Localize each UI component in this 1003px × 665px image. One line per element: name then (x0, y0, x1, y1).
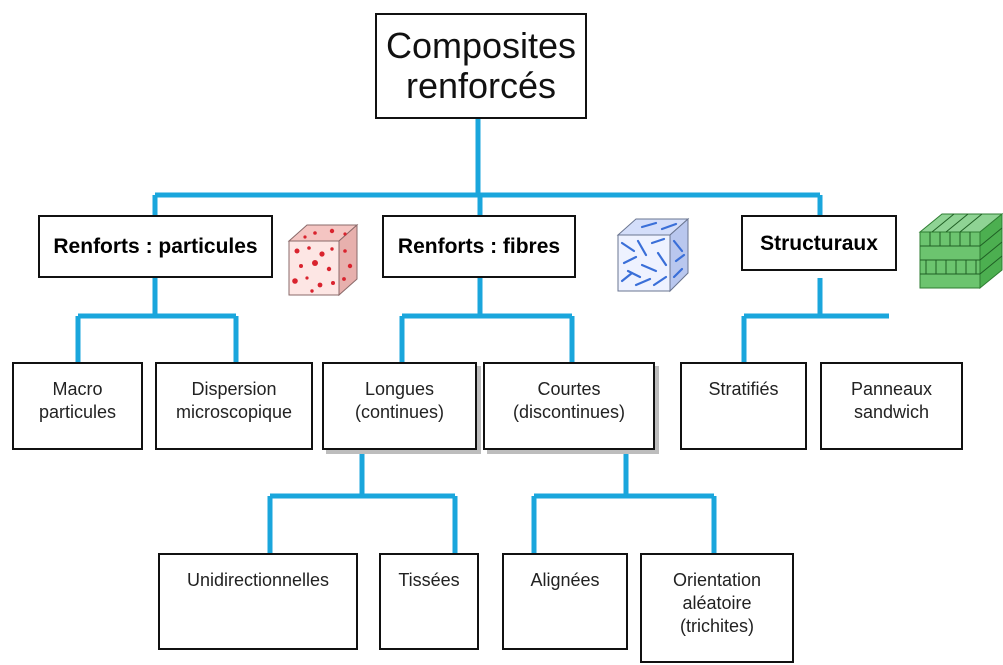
leaf-tissees: Tissées (379, 553, 479, 650)
laminate-block-icon (916, 208, 1003, 290)
sub-stratifies: Stratifiés (680, 362, 807, 450)
leaf-orientation-aleatoire: Orientation aléatoire (trichites) (640, 553, 794, 663)
connector-longues-branch (270, 452, 455, 553)
connector-structuraux-branch (744, 278, 889, 362)
sub-courtes-discontinues: Courtes (discontinues) (483, 362, 655, 450)
leaf-alignees: Alignées (502, 553, 628, 650)
connector-courtes-branch (534, 452, 714, 553)
fiber-cube-icon (616, 215, 690, 293)
connector-particules-branch (78, 278, 236, 362)
category-structuraux: Structuraux (741, 215, 897, 271)
category-renforts-particules: Renforts : particules (38, 215, 273, 278)
sub-longues-continues: Longues (continues) (322, 362, 477, 450)
leaf-unidirectionnelles: Unidirectionnelles (158, 553, 358, 650)
particle-cube-icon (287, 221, 359, 297)
sub-dispersion-microscopique: Dispersion microscopique (155, 362, 313, 450)
root-node: Composites renforcés (375, 13, 587, 119)
sub-macro-particules: Macro particules (12, 362, 143, 450)
connector-fibres-branch (402, 278, 572, 362)
category-renforts-fibres: Renforts : fibres (382, 215, 576, 278)
sub-panneaux-sandwich: Panneaux sandwich (820, 362, 963, 450)
